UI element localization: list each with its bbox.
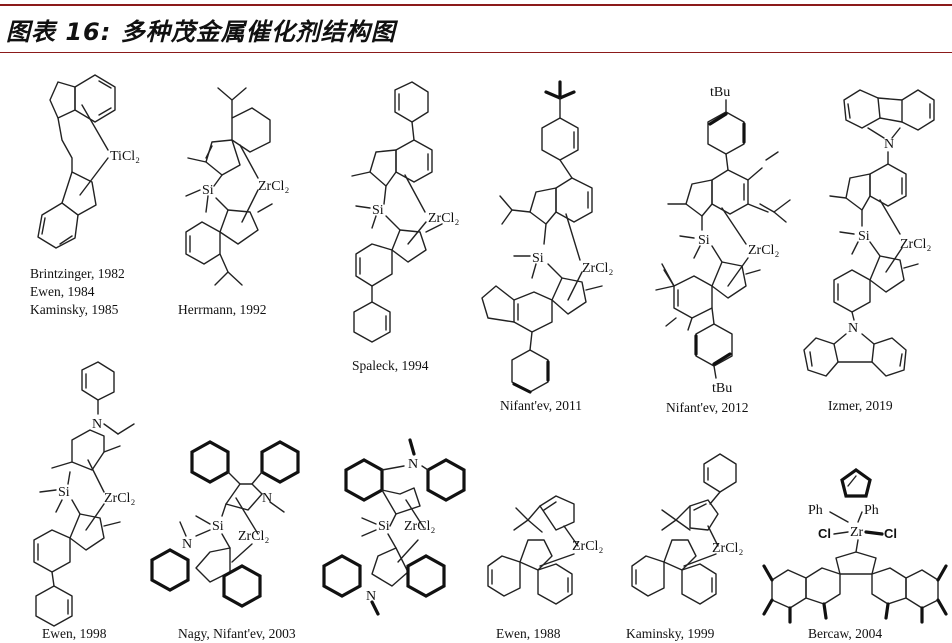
ligand-ph: Ph — [808, 503, 823, 518]
metal-label: ZrCl₂ — [900, 237, 931, 252]
heteroatom-n: N — [408, 457, 418, 472]
metal-label: ZrCl₂ — [104, 491, 135, 506]
header-top-rule — [0, 4, 952, 6]
structure-izmer-2019: N Si N — [803, 89, 935, 413]
ligand-cl: Cl — [884, 526, 897, 541]
structure-nifantev-2012: tBu Si — [655, 85, 791, 415]
bridge-si: Si — [378, 519, 390, 534]
metal-label: ZrCl₂ — [258, 179, 289, 194]
metal-label: TiCl₂ — [110, 149, 140, 164]
heteroatom-n: N — [182, 537, 192, 552]
bridge-si: Si — [698, 233, 710, 248]
heteroatom-n: N — [366, 589, 376, 604]
structure-ewen-1988: ZrCl₂ Ewen, 1988 — [487, 495, 603, 641]
bridge-si: Si — [858, 229, 870, 244]
caption-line: Kaminsky, 1985 — [30, 302, 119, 317]
structure-nagy-2003-a: N Si N ZrCl₂ Nagy, Nifant'ev, 2003 — [150, 440, 300, 641]
bridge-si: Si — [58, 485, 70, 500]
figure-header: 图表 16: 多种茂金属催化剂结构图 — [0, 0, 952, 56]
structure-ewen-1998: N Si ZrCl₂ Ewen, 1998 — [33, 361, 135, 641]
structure-brintzinger: TiCl₂ Brintzinger, 1982 Ewen, 1984 Kamin… — [30, 74, 140, 317]
structure-kaminsky-1999: ZrCl₂ Kaminsky, 1999 — [626, 453, 743, 641]
caption-line: Spaleck, 1994 — [352, 358, 429, 373]
caption-line: Nifant'ev, 2011 — [500, 398, 582, 413]
caption-line: Herrmann, 1992 — [178, 302, 266, 317]
bridge-si: Si — [212, 519, 224, 534]
bridge-si: Si — [202, 183, 214, 198]
heteroatom-n: N — [92, 417, 102, 432]
ligand-ph: Ph — [864, 503, 879, 518]
caption-line: Brintzinger, 1982 — [30, 266, 125, 281]
heteroatom-n: N — [884, 137, 894, 152]
ligand-cl: Cl — [818, 526, 831, 541]
structure-bercaw-2004: Ph Ph Zr Cl Cl Bercaw, 2004 — [762, 468, 948, 641]
metal-label: Zr — [850, 525, 864, 540]
caption-line: Ewen, 1988 — [496, 626, 561, 641]
heteroatom-n: N — [848, 321, 858, 336]
caption-line: Ewen, 1998 — [42, 626, 107, 641]
metal-label: ZrCl₂ — [404, 519, 435, 534]
header-bottom-rule — [0, 52, 952, 53]
figure-title: 图表 16: 多种茂金属催化剂结构图 — [6, 18, 396, 46]
caption-line: Ewen, 1984 — [30, 284, 95, 299]
caption-line: Izmer, 2019 — [828, 398, 893, 413]
metal-label: ZrCl₂ — [748, 243, 779, 258]
metal-label: ZrCl₂ — [572, 539, 603, 554]
metal-label: ZrCl₂ — [238, 529, 269, 544]
caption-line: Bercaw, 2004 — [808, 626, 882, 641]
metal-label: ZrCl₂ — [582, 261, 613, 276]
heteroatom-n: N — [262, 491, 272, 506]
structure-spaleck: Si ZrCl₂ Spaleck, 1994 — [351, 81, 459, 373]
caption-line: Kaminsky, 1999 — [626, 626, 715, 641]
bridge-si: Si — [372, 203, 384, 218]
substituent-tbu: tBu — [710, 85, 730, 100]
substituent-tbu: tBu — [712, 381, 732, 396]
caption-line: Nagy, Nifant'ev, 2003 — [178, 626, 296, 641]
metal-label: ZrCl₂ — [428, 211, 459, 226]
structure-herrmann: Si ZrCl₂ Herrmann, 1992 — [178, 87, 289, 317]
structure-nagy-2003-b: N Si N ZrCl₂ — [322, 438, 466, 616]
metal-label: ZrCl₂ — [712, 541, 743, 556]
structure-nifantev-2011: Si ZrCl₂ Nifant'ev, 2011 — [481, 80, 613, 413]
caption-line: Nifant'ev, 2012 — [666, 400, 749, 415]
bridge-si: Si — [532, 251, 544, 266]
